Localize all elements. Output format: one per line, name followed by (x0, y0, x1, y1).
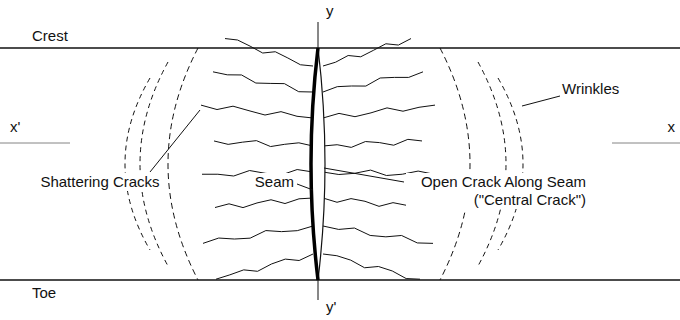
leader-line (522, 96, 560, 106)
x-axis (0, 143, 70, 144)
shattering-crack (323, 39, 411, 66)
shattering-crack (213, 72, 313, 92)
shattering-crack (225, 39, 313, 66)
edge-label: Crest (30, 27, 70, 45)
leader-line (150, 110, 200, 172)
edge-label: Toe (30, 284, 58, 302)
toe-line (0, 279, 680, 281)
wrinkle-arc (498, 78, 523, 250)
wrinkle-arc (478, 62, 506, 266)
shattering-crack (323, 254, 420, 279)
central-crack (311, 48, 325, 280)
leader-line (297, 184, 313, 190)
shattering-cracks (201, 39, 435, 280)
axis-label: x (666, 118, 678, 136)
shattering-crack (201, 105, 313, 118)
callout-label: Wrinkles (560, 80, 621, 98)
wrinkle-arc (125, 78, 150, 250)
wrinkle-arc (140, 62, 168, 266)
shattering-crack (323, 105, 435, 118)
axis-label: x' (8, 118, 22, 136)
shattering-crack (323, 226, 433, 243)
shattering-crack (216, 254, 313, 279)
callout-label: Open Crack Along Seam ("Central Crack") (406, 173, 588, 209)
callout-label: Shattering Cracks (38, 173, 161, 191)
shattering-crack (323, 72, 423, 92)
shattering-crack (323, 139, 422, 147)
axis-label: y' (324, 298, 338, 316)
shattering-crack (214, 141, 313, 147)
crack-boundary (168, 48, 198, 280)
callout-label: Seam (253, 173, 296, 191)
x-axis (612, 143, 680, 144)
crest-line (0, 47, 680, 49)
axis-label: y (324, 2, 336, 20)
shattering-crack (215, 198, 313, 208)
shattering-crack (203, 226, 313, 243)
leader-line (324, 168, 404, 182)
crack-boundary (440, 48, 470, 280)
seam-line (311, 48, 318, 280)
